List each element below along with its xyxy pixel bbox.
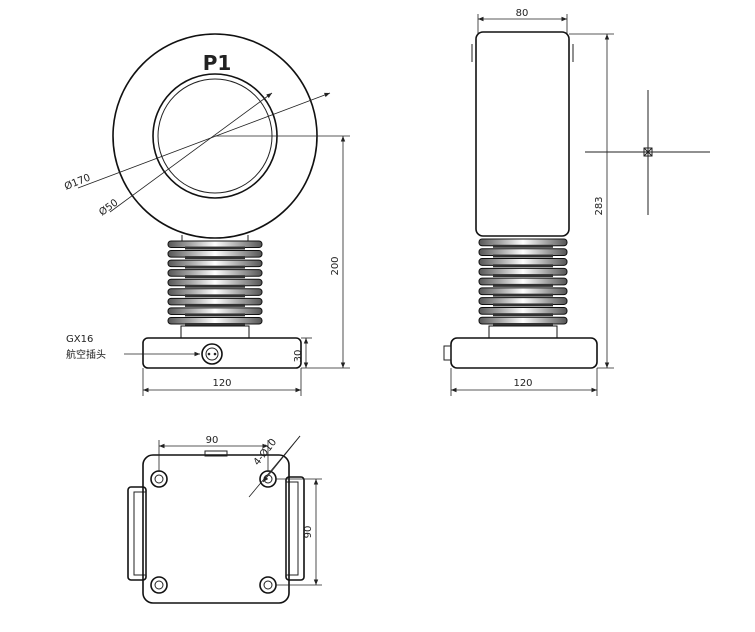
bellows-core [493, 283, 553, 287]
mounting-hole [150, 576, 168, 594]
bellows-rib [478, 238, 568, 247]
bellows-core [185, 323, 245, 326]
bellows-foot [488, 325, 558, 339]
bottom-plate [142, 454, 290, 604]
side-body [475, 31, 570, 237]
side-base [450, 337, 598, 369]
bellows-core [493, 264, 553, 268]
hole-spacing-y-label: 90 [303, 526, 314, 539]
bellows-rib [478, 287, 568, 296]
hole-callout-label: 4-Ø10 [251, 436, 279, 467]
side-base-width-label: 120 [513, 378, 532, 389]
bellows-rib [478, 277, 568, 286]
bellows-core [185, 256, 245, 260]
mounting-hole [259, 470, 277, 488]
connector-icon [201, 343, 223, 365]
centerline-crosshair [585, 90, 710, 215]
bellows-core [185, 284, 245, 288]
bellows-core [493, 303, 553, 307]
front-view: P1 Ø170 Ø50 GX16 航空插头 200 30 120 [63, 33, 350, 396]
bellows-core [185, 294, 245, 298]
front-bellows [167, 240, 263, 339]
bellows-core [185, 265, 245, 269]
bellows-foot [180, 325, 250, 339]
bellows-rib [478, 306, 568, 315]
front-base-width-label: 120 [212, 378, 231, 389]
bellows-rib [478, 248, 568, 257]
front-view-title: P1 [203, 51, 232, 75]
bellows-core [493, 274, 553, 278]
bellows-core [185, 275, 245, 279]
side-bellows [478, 238, 568, 339]
outer-diameter-label: Ø170 [63, 172, 93, 193]
side-total-height-label: 283 [594, 196, 605, 215]
bottom-view: 90 90 4-Ø10 [127, 435, 322, 604]
side-view: 80 283 120 [443, 8, 710, 396]
bellows-rib [478, 316, 568, 325]
bellows-core [493, 323, 553, 326]
bellows-rib [478, 258, 568, 266]
bellows-core [493, 244, 553, 248]
bellows-rib [478, 297, 568, 305]
mounting-hole [150, 470, 168, 488]
connector-label: 航空插头 [66, 348, 106, 361]
bellows-core [493, 254, 553, 258]
front-base [142, 337, 302, 369]
base-height-dim-label: 30 [293, 350, 304, 363]
bellows-core [493, 313, 553, 317]
connector-code: GX16 [66, 334, 93, 345]
bellows-rib [478, 267, 568, 276]
inner-diameter-label: Ø50 [97, 197, 121, 219]
bellows-core [185, 313, 245, 317]
side-top-width-label: 80 [516, 8, 529, 19]
mounting-hole [259, 576, 277, 594]
bellows-core [185, 303, 245, 307]
bellows-core [493, 293, 553, 297]
hole-spacing-x-label: 90 [206, 435, 219, 446]
height-dim-label: 200 [330, 256, 341, 275]
bellows-core [185, 246, 245, 250]
